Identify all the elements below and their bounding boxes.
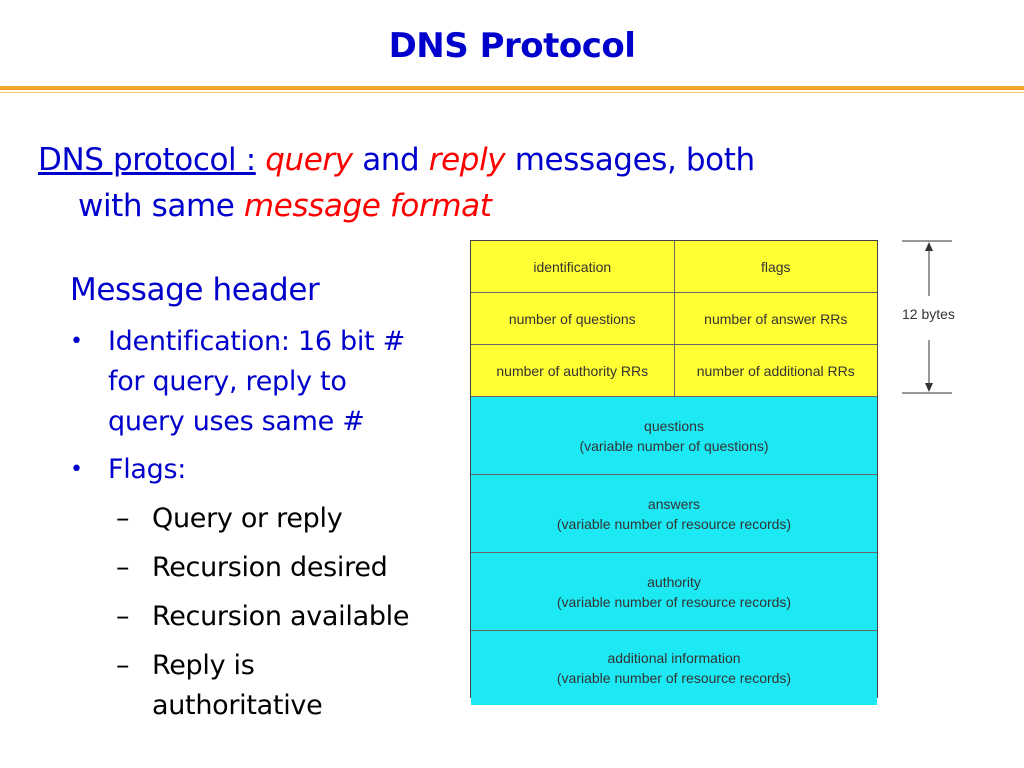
flag-item: –Query or reply <box>70 499 460 539</box>
header-row-3: number of authority RRs number of additi… <box>471 345 877 397</box>
field-flags: flags <box>673 241 877 292</box>
flag-item: –Recursion available <box>70 597 460 637</box>
flag-item-label: Query or reply <box>152 503 343 534</box>
message-header-notes: Message header • Identification: 16 bit … <box>70 272 460 726</box>
intro-lead: DNS protocol : <box>38 142 256 178</box>
dash: – <box>116 503 130 534</box>
intro-format: message format <box>243 188 492 224</box>
section-name: additional information <box>607 650 741 666</box>
intro-rest-1: messages, both <box>514 142 755 178</box>
title-divider-thin <box>0 92 1024 93</box>
field-num-authority-rrs: number of authority RRs <box>471 345 674 396</box>
identification-text-1: 16 bit # <box>297 326 405 357</box>
section-desc: (variable number of resource records) <box>556 593 792 610</box>
arrow-down-icon <box>925 383 933 392</box>
field-identification: identification <box>471 241 674 292</box>
flag-item-label: Recursion available <box>152 601 410 632</box>
section-cell: questions (variable number of questions) <box>471 397 877 474</box>
dns-message-format-diagram: identification flags number of questions… <box>470 240 878 705</box>
intro-query: query <box>265 142 353 178</box>
section-cell: authority (variable number of resource r… <box>471 553 877 630</box>
section-cell: answers (variable number of resource rec… <box>471 475 877 552</box>
flag-item-label: Recursion desired <box>152 552 388 583</box>
section-name: authority <box>647 573 701 590</box>
bullet-identification: • Identification: 16 bit # for query, re… <box>70 322 460 442</box>
section-desc: (variable number of resource records) <box>556 515 792 532</box>
flag-item: –Recursion desired <box>70 548 460 588</box>
intro-and: and <box>362 142 420 178</box>
header-row-1: identification flags <box>471 241 877 293</box>
field-num-answer-rrs: number of answer RRs <box>673 293 877 344</box>
section-name: answers <box>647 495 701 512</box>
intro-text: DNS protocol : query and reply messages,… <box>38 137 938 229</box>
bullet-flags: • Flags: <box>70 450 460 490</box>
dash: – <box>116 552 130 583</box>
section-cell: additional information (variable number … <box>471 631 877 705</box>
flag-item-label: Reply is <box>152 650 255 681</box>
flag-item: –Reply is authoritative <box>70 646 460 726</box>
section-name: questions <box>644 417 704 434</box>
section-desc: (variable number of questions) <box>579 437 769 454</box>
section-desc: (variable number of resource records) <box>556 670 792 686</box>
intro-line-2: with same message format <box>38 183 938 229</box>
slide-title: DNS Protocol <box>388 26 636 66</box>
size-label: 12 bytes <box>902 306 955 322</box>
bullet-dot: • <box>70 457 83 482</box>
bullet-dot: • <box>70 329 83 354</box>
size-bracket <box>902 240 952 394</box>
identification-text-3: query uses same # <box>108 406 365 437</box>
flag-item-label-cont: authoritative <box>152 690 323 721</box>
field-num-additional-rrs: number of additional RRs <box>673 345 877 396</box>
section-questions: questions (variable number of questions) <box>471 397 877 475</box>
title-divider <box>0 86 1024 90</box>
dash: – <box>116 601 130 632</box>
intro-rest-2: with same <box>78 188 235 224</box>
identification-label: Identification: <box>108 326 290 357</box>
arrow-up-icon <box>925 242 933 251</box>
header-row-2: number of questions number of answer RRs <box>471 293 877 345</box>
message-header-heading: Message header <box>70 272 320 308</box>
section-authority: authority (variable number of resource r… <box>471 553 877 631</box>
identification-text-2: for query, reply to <box>108 366 347 397</box>
intro-reply: reply <box>428 142 506 178</box>
section-answers: answers (variable number of resource rec… <box>471 475 877 553</box>
field-num-questions: number of questions <box>471 293 674 344</box>
flags-label: Flags: <box>108 454 187 485</box>
section-additional: additional information (variable number … <box>471 631 877 705</box>
dash: – <box>116 650 130 681</box>
